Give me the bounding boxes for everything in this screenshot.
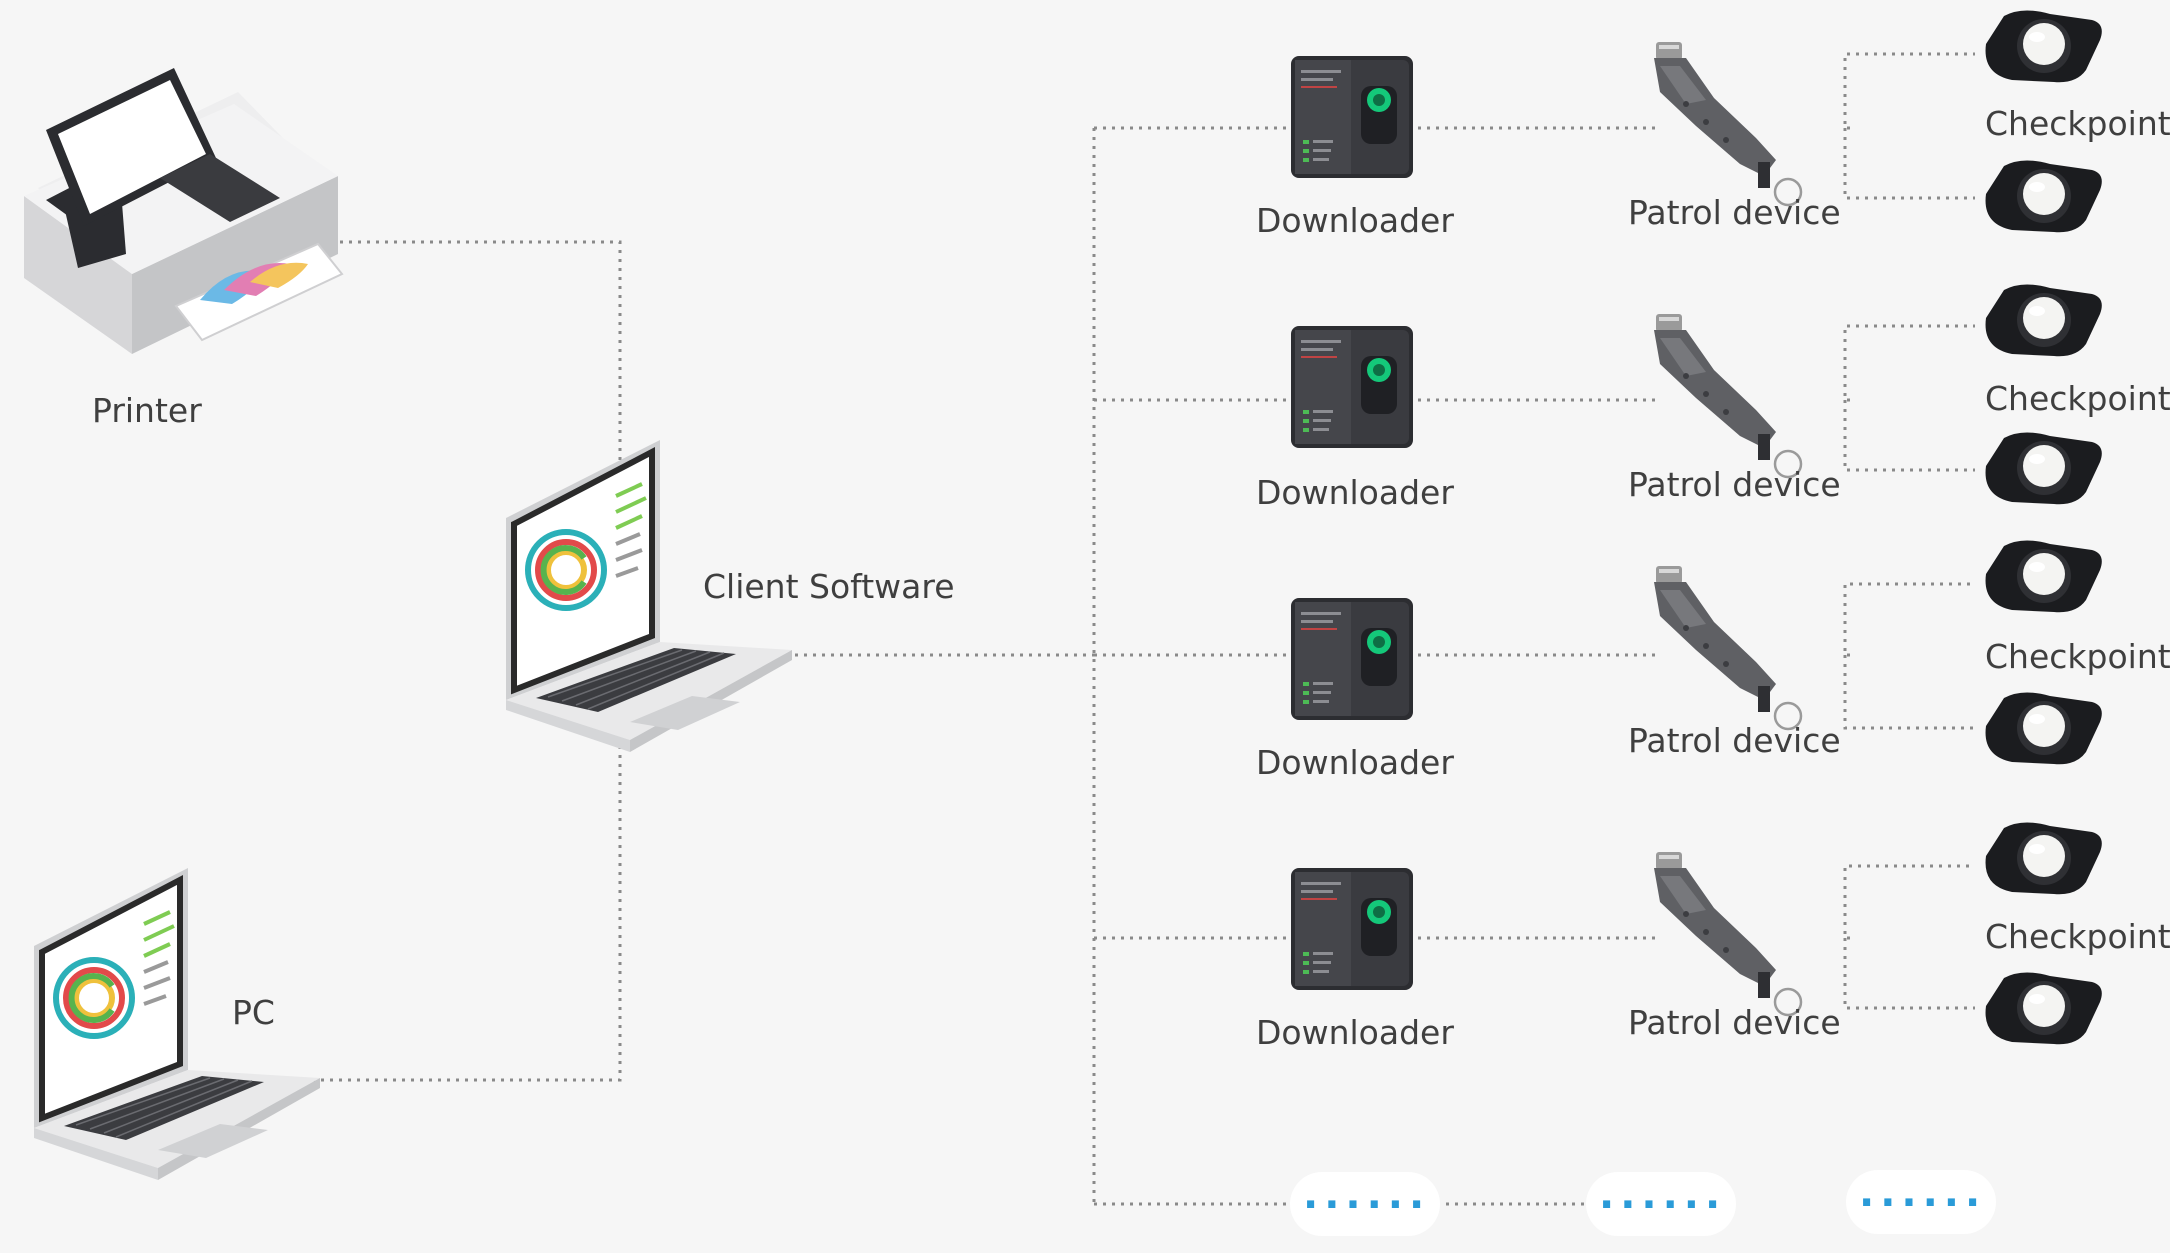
checkpoint-icon: [1985, 972, 2102, 1045]
laptop-icon: [34, 868, 320, 1180]
checkpoint-icon: [1985, 540, 2102, 613]
patrol-device-icon: [1652, 564, 1803, 731]
printer-icon: [24, 68, 344, 354]
downloader-icon: [1291, 326, 1413, 448]
checkpoint-label: Checkpoint: [1985, 104, 2170, 143]
more-patrol-devices-bubble: ......: [1586, 1172, 1736, 1236]
printer-label: Printer: [92, 391, 202, 430]
pc-label: PC: [232, 993, 275, 1032]
downloader-label: Downloader: [1256, 1013, 1454, 1052]
checkpoint-icon: [1985, 692, 2102, 765]
checkpoint-icon: [1985, 284, 2102, 357]
downloader-label: Downloader: [1256, 743, 1454, 782]
downloader-icon: [1291, 56, 1413, 178]
patrol-device-icon: [1652, 40, 1803, 207]
more-checkpoints-bubble: ......: [1846, 1170, 1996, 1234]
checkpoint-label: Checkpoint: [1985, 637, 2170, 676]
patrol-device-label: Patrol device: [1628, 721, 1841, 760]
patrol-device-label: Patrol device: [1628, 1003, 1841, 1042]
downloader-label: Downloader: [1256, 201, 1454, 240]
patrol-device-icon: [1652, 850, 1803, 1017]
patrol-device-icon: [1652, 312, 1803, 479]
more-downloaders-bubble: ......: [1290, 1172, 1440, 1236]
more-patrol-devices-ellipsis: ......: [1599, 1172, 1726, 1218]
patrol-device-label: Patrol device: [1628, 465, 1841, 504]
checkpoint-icon: [1985, 160, 2102, 233]
more-downloaders-ellipsis: ......: [1303, 1172, 1430, 1218]
downloader-icon: [1291, 868, 1413, 990]
connector-lines: [312, 52, 1975, 1206]
downloader-label: Downloader: [1256, 473, 1454, 512]
checkpoint-icon: [1985, 822, 2102, 895]
checkpoint-icon: [1985, 432, 2102, 505]
more-checkpoints-ellipsis: ......: [1859, 1170, 1986, 1216]
checkpoint-label: Checkpoint: [1985, 917, 2170, 956]
checkpoint-icon: [1985, 10, 2102, 83]
patrol-device-label: Patrol device: [1628, 193, 1841, 232]
checkpoint-label: Checkpoint: [1985, 379, 2170, 418]
downloader-icon: [1291, 598, 1413, 720]
client-software-label: Client Software: [703, 567, 955, 606]
